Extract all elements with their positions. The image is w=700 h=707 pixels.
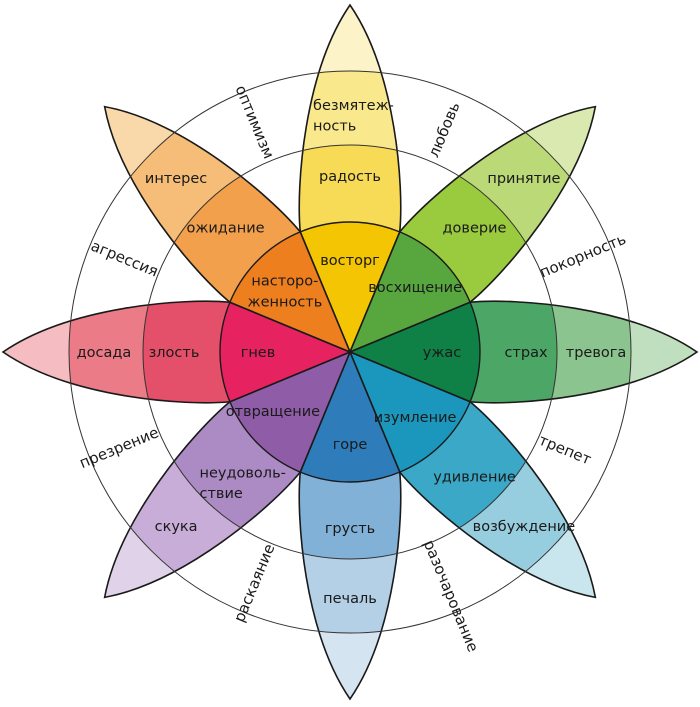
label-disgust-outer-line0: скука bbox=[155, 519, 198, 535]
label-trust-middle-line0: доверие bbox=[443, 221, 507, 237]
label-sadness-outer: печаль bbox=[323, 591, 377, 607]
petal-trust bbox=[348, 105, 597, 354]
petal-sadness-inner-segment bbox=[300, 352, 400, 482]
label-fear-middle: страх bbox=[504, 345, 548, 361]
label-sadness-outer-line0: печаль bbox=[323, 591, 377, 607]
label-joy-middle: радость bbox=[319, 169, 381, 185]
label-fear-outer-line0: тревога bbox=[566, 345, 627, 361]
label-anger-middle-line0: злость bbox=[149, 345, 200, 361]
label-disgust-inner-line0: отвращение bbox=[226, 404, 320, 420]
label-joy-outer-line1: ность bbox=[313, 119, 356, 135]
label-joy-inner-line0: восторг bbox=[320, 253, 380, 269]
label-trust-outer: принятие bbox=[487, 171, 560, 187]
label-surprise-outer: возбуждение bbox=[473, 519, 576, 535]
label-trust-inner: восхищение bbox=[368, 280, 462, 296]
petal-anticipation-inner-segment bbox=[229, 231, 350, 352]
petal-joy-inner-arc bbox=[299, 221, 401, 233]
petal-trust-inner-arc bbox=[399, 231, 471, 303]
dyad-label-6: агрессия bbox=[88, 237, 161, 281]
label-disgust-middle: неудоволь-ствие bbox=[200, 466, 286, 503]
label-surprise-middle-line0: удивление bbox=[433, 470, 516, 486]
label-trust-outer-line0: принятие bbox=[487, 171, 560, 187]
petal-anger-inner-segment bbox=[220, 302, 350, 402]
petal-sadness-outline bbox=[298, 349, 402, 701]
dyad-label-0: любовь bbox=[425, 99, 464, 160]
petal-disgust bbox=[103, 350, 352, 599]
label-anticipation-middle-line0: ожидание bbox=[186, 221, 264, 237]
label-fear-middle-line0: страх bbox=[504, 345, 548, 361]
petal-joy-outline bbox=[298, 3, 402, 355]
label-sadness-middle: грусть bbox=[325, 521, 375, 537]
label-sadness-middle-line0: грусть bbox=[325, 521, 375, 537]
petal-anger-outline bbox=[1, 300, 353, 404]
label-joy-inner: восторг bbox=[320, 253, 380, 269]
petal-fear-inner-segment bbox=[350, 302, 480, 402]
petal-anger bbox=[1, 300, 353, 404]
label-joy-outer-line0: безмятеж- bbox=[313, 98, 394, 114]
label-anger-inner: гнев bbox=[241, 345, 276, 361]
dyad-label-5: презрение bbox=[77, 423, 162, 472]
petal-disgust-inner-segment bbox=[229, 352, 350, 473]
label-disgust-middle-line0: неудоволь- bbox=[200, 466, 286, 482]
label-anticipation-inner: насторо-женность bbox=[248, 273, 323, 310]
petal-fear-outline bbox=[347, 300, 699, 404]
label-anger-outer: досада bbox=[77, 345, 132, 361]
petal-anticipation-inner-arc bbox=[229, 231, 301, 303]
petal-sadness-inner-arc bbox=[299, 471, 401, 483]
label-disgust-middle-line1: ствие bbox=[200, 486, 243, 502]
petal-anticipation bbox=[103, 105, 352, 354]
label-fear-outer: тревога bbox=[566, 345, 627, 361]
ring-outer bbox=[68, 70, 632, 634]
petal-disgust-inner-arc bbox=[229, 401, 301, 473]
petal-surprise bbox=[348, 350, 597, 599]
ring-middle bbox=[142, 144, 558, 560]
petal-fear bbox=[347, 300, 699, 404]
label-surprise-inner-line0: изумление bbox=[374, 410, 457, 426]
label-anticipation-outer-line0: интерес bbox=[145, 171, 207, 187]
petal-sadness bbox=[298, 349, 402, 701]
petal-surprise-outline bbox=[348, 350, 597, 599]
label-disgust-outer: скука bbox=[155, 519, 198, 535]
label-anger-inner-line0: гнев bbox=[241, 345, 276, 361]
label-sadness-inner-line0: горе bbox=[333, 437, 368, 453]
dyad-label-3: разочарование bbox=[420, 537, 482, 654]
label-anger-middle: злость bbox=[149, 345, 200, 361]
label-joy-middle-line0: радость bbox=[319, 169, 381, 185]
label-trust-middle: доверие bbox=[443, 221, 507, 237]
label-anticipation-outer: интерес bbox=[145, 171, 207, 187]
label-surprise-inner: изумление bbox=[374, 410, 457, 426]
petal-anger-inner-arc bbox=[219, 301, 231, 403]
label-joy-outer: безмятеж-ность bbox=[313, 98, 394, 135]
petal-joy bbox=[298, 3, 402, 355]
petal-disgust-outline bbox=[103, 350, 352, 599]
label-fear-inner: ужас bbox=[423, 345, 462, 361]
label-anticipation-inner-line1: женность bbox=[248, 294, 323, 310]
petal-trust-inner-segment bbox=[350, 231, 471, 352]
dyad-label-1: покорность bbox=[537, 230, 628, 282]
petal-fear-inner-arc bbox=[469, 301, 481, 403]
label-anticipation-middle: ожидание bbox=[186, 221, 264, 237]
petal-anticipation-outline bbox=[103, 105, 352, 354]
petal-surprise-inner-segment bbox=[350, 352, 471, 473]
label-surprise-middle: удивление bbox=[433, 470, 516, 486]
dyad-label-2: трепет bbox=[536, 431, 594, 469]
label-anger-outer-line0: досада bbox=[77, 345, 132, 361]
label-surprise-outer-line0: возбуждение bbox=[473, 519, 576, 535]
label-sadness-inner: горе bbox=[333, 437, 368, 453]
petal-surprise-inner-arc bbox=[399, 401, 471, 473]
label-fear-inner-line0: ужас bbox=[423, 345, 462, 361]
label-anticipation-inner-line0: насторо- bbox=[251, 273, 318, 289]
label-trust-inner-line0: восхищение bbox=[368, 280, 462, 296]
petal-joy-inner-segment bbox=[300, 222, 400, 352]
dyad-label-7: оптимизм bbox=[231, 83, 277, 162]
dyad-label-4: раскаяние bbox=[230, 541, 278, 625]
petal-trust-outline bbox=[348, 105, 597, 354]
label-disgust-inner: отвращение bbox=[226, 404, 320, 420]
